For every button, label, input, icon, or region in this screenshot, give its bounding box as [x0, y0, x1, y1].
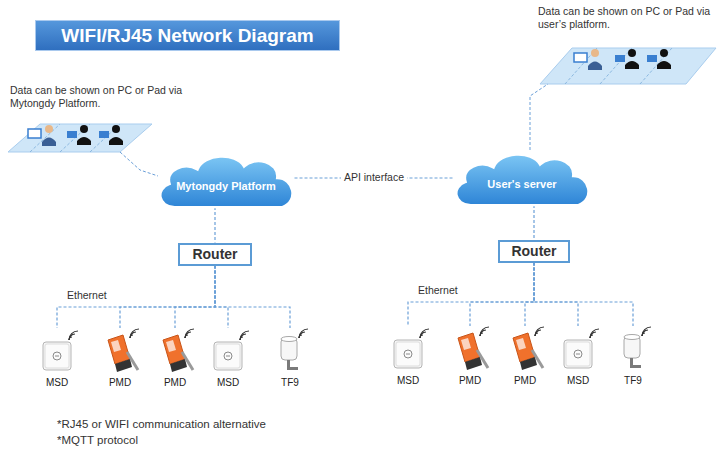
router-box: Router	[178, 243, 252, 266]
title-banner: WIFI/RJ45 Network Diagram	[35, 20, 340, 51]
device-label: MSD	[567, 375, 589, 387]
node-label: Mytongdy Platform	[176, 180, 276, 192]
note-text: Data can be shown on PC or Pad via user’…	[538, 5, 714, 31]
network-label: Ethernet	[418, 284, 458, 297]
ethernet-link	[175, 266, 215, 329]
ethernet-link	[215, 266, 290, 329]
footnote: *RJ45 or WIFI communication alternative	[57, 418, 266, 431]
device-node: PMD	[448, 326, 492, 387]
edge-label: API interface	[341, 171, 407, 184]
pmd-icon	[513, 327, 544, 370]
pmd-icon	[458, 327, 489, 370]
ethernet-link	[408, 263, 534, 327]
msd-icon	[43, 331, 78, 370]
device-node: MSD	[35, 328, 79, 389]
router-box: Router	[498, 240, 570, 263]
device-node: TF9	[268, 328, 312, 389]
cloud-node: User's server	[450, 147, 595, 209]
device-node: PMD	[503, 326, 547, 387]
device-node: PMD	[153, 328, 197, 389]
node-label: User's server	[487, 178, 556, 190]
ethernet-link	[470, 263, 534, 327]
device-label: MSD	[217, 377, 239, 389]
device-node: MSD	[206, 328, 250, 389]
device-label: PMD	[459, 375, 481, 387]
tf9-icon	[624, 327, 651, 368]
device-node: MSD	[556, 326, 600, 387]
ethernet-link	[534, 263, 633, 327]
device-label: MSD	[46, 377, 68, 389]
device-label: MSD	[397, 375, 419, 387]
leader-line	[530, 84, 548, 150]
device-label: PMD	[514, 375, 536, 387]
msd-icon	[214, 331, 249, 370]
node-label: Router	[192, 246, 237, 262]
device-label: TF9	[281, 377, 299, 389]
device-label: PMD	[109, 377, 131, 389]
footnote: *MQTT protocol	[57, 434, 138, 447]
device-node: MSD	[386, 326, 430, 387]
ethernet-link	[120, 266, 215, 329]
device-label: TF9	[624, 375, 642, 387]
ethernet-link	[534, 263, 578, 327]
ethernet-link	[215, 266, 228, 329]
node-label: Router	[511, 243, 556, 259]
office-panel	[540, 48, 716, 84]
ethernet-link	[214, 207, 215, 243]
ethernet-link	[533, 205, 534, 240]
office-panel	[8, 124, 152, 152]
device-label: PMD	[164, 377, 186, 389]
note-text: Data can be shown on PC or Pad via Myton…	[10, 84, 202, 110]
msd-icon	[394, 329, 429, 368]
cloud-node: Mytongdy Platform	[154, 149, 299, 211]
network-label: Ethernet	[67, 289, 107, 302]
pmd-icon	[163, 329, 194, 372]
device-node: TF9	[611, 326, 655, 387]
leader-line	[120, 152, 158, 176]
tf9-icon	[281, 329, 308, 370]
ethernet-link	[525, 263, 534, 327]
device-node: PMD	[98, 328, 142, 389]
pmd-icon	[108, 329, 139, 372]
ethernet-link	[57, 266, 215, 329]
msd-icon	[564, 329, 599, 368]
